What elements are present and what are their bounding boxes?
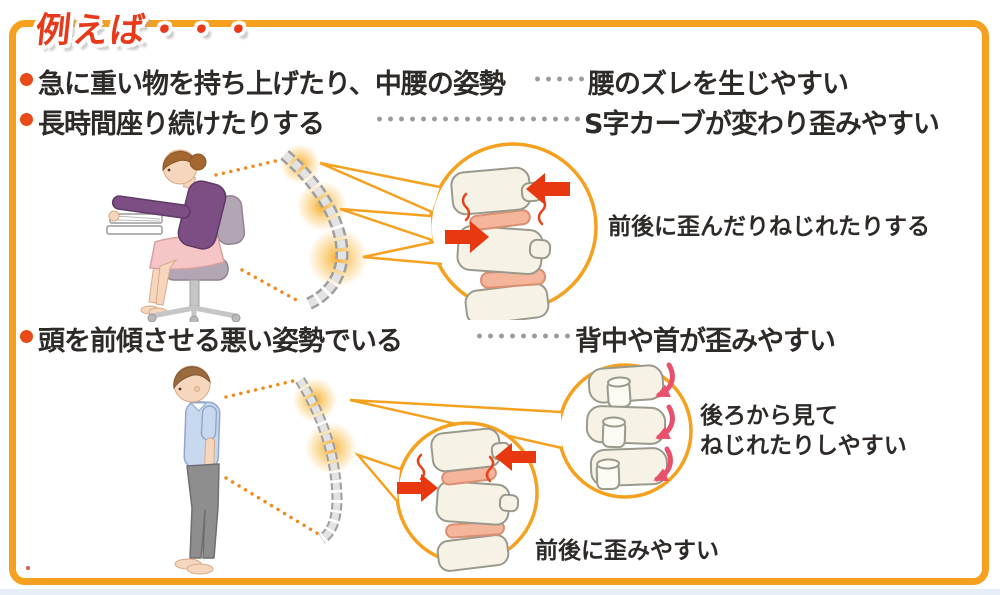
- vertebrae-side-view-circle-1: [319, 142, 598, 320]
- bullet-dot: [20, 73, 33, 86]
- page-bottom-strip: [0, 589, 1000, 595]
- man-figure: [173, 365, 221, 575]
- keyboard-desk-icon: [106, 213, 163, 235]
- woman-sitting-at-desk-illustration: [106, 149, 246, 322]
- page-title: 例えば・・・: [33, 11, 260, 51]
- callout-tails: [319, 161, 443, 266]
- strain-squiggles: [416, 453, 495, 483]
- bullet-dot: [20, 113, 33, 126]
- annotation-back-view-line2: ねじれたりしやすい: [700, 433, 907, 459]
- stray-red-dot: [26, 566, 30, 570]
- vertebrae-side-view-circle-2: [354, 421, 539, 572]
- pressure-arrows-red: [445, 173, 570, 253]
- man-standing-head-forward-illustration: [173, 365, 221, 575]
- pressure-arrows-red: [397, 443, 536, 502]
- leader-dots-3: [474, 333, 572, 339]
- annotation-back-view-line1: 後ろから見て: [700, 403, 838, 429]
- chair-base: [147, 279, 241, 322]
- twist-arrows-pink: [653, 362, 675, 482]
- bullet-dot: [20, 330, 33, 343]
- spine-chain: [295, 377, 343, 544]
- cause-text-3: 頭を前傾させる悪い姿勢でいる: [38, 326, 403, 357]
- annotation-bottom-circle: 前後に歪みやすい: [535, 538, 719, 564]
- curved-spine-sitting-illustration: [280, 144, 368, 311]
- effect-text-3: 背中や首が歪みやすい: [575, 326, 836, 357]
- callout-tail: [354, 452, 401, 502]
- leader-dots-2: [374, 116, 582, 122]
- effect-text-1: 腰のズレを生じやすい: [588, 69, 849, 100]
- spine-chain: [280, 150, 349, 311]
- annotation-top-circle: 前後に歪んだりねじれたりする: [608, 214, 930, 240]
- leader-dots-1: [532, 76, 584, 82]
- vertebrae-back-stack: [585, 364, 669, 491]
- vertebrae-stack: [450, 166, 552, 320]
- vertebrae-stack: [430, 427, 520, 572]
- woman-figure: [108, 149, 229, 317]
- curved-spine-standing-illustration: [293, 377, 357, 544]
- cause-text-2: 長時間座り続けたりする: [38, 109, 325, 140]
- effect-text-2: S字カーブが変わり歪みやすい: [584, 109, 940, 140]
- cause-text-1: 急に重い物を持ち上げたり、中腰の姿勢: [38, 69, 506, 100]
